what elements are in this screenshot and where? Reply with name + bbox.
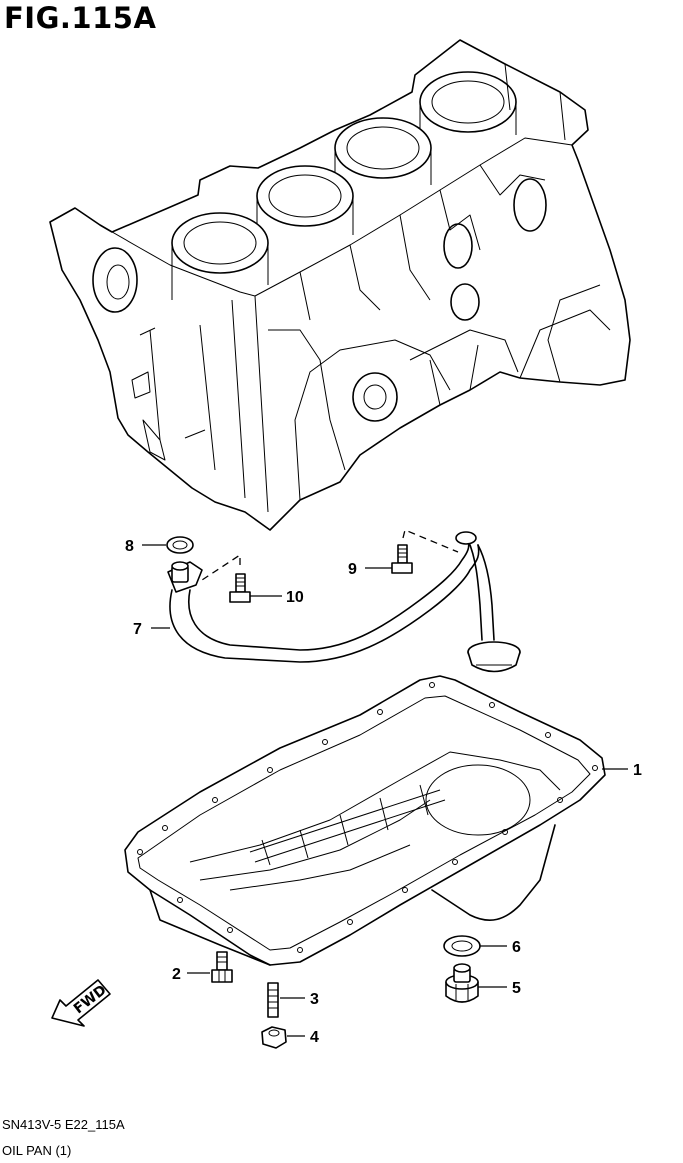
figure-title: FIG.115A — [4, 1, 157, 35]
callout-6-label: 6 — [512, 939, 521, 956]
callout-4-label: 4 — [310, 1029, 319, 1046]
callout-2-label: 2 — [172, 966, 181, 983]
part-9-guide-line — [402, 529, 459, 553]
callout-3-label: 3 — [310, 991, 319, 1008]
callout-7-label: 7 — [133, 621, 142, 638]
callout-1-label: 1 — [633, 762, 642, 779]
part-4-nut — [261, 1026, 287, 1049]
diagram-code: SN413V-5 E22_115A — [2, 1117, 125, 1132]
diagram-caption: OIL PAN (1) — [2, 1143, 72, 1158]
part-2-bolt — [211, 951, 233, 983]
part-9-bolt — [391, 544, 413, 574]
cylinder-block — [49, 39, 631, 531]
part-6-gasket — [443, 935, 481, 957]
forward-direction-arrow: FWD — [51, 979, 111, 1027]
oil-pan-bolt-holes — [137, 682, 598, 953]
part-8-o-ring — [166, 536, 194, 554]
part-10-guide-line — [201, 553, 241, 581]
part-3-stud — [267, 982, 279, 1018]
part-10-bolt — [229, 573, 251, 603]
callouts: 1 2 3 4 5 6 7 8 9 10 — [125, 538, 642, 1046]
part-5-drain-plug — [445, 963, 479, 1003]
callout-9-label: 9 — [348, 561, 357, 578]
callout-10-label: 10 — [286, 589, 304, 606]
part-1-oil-pan — [124, 675, 606, 966]
callout-5-label: 5 — [512, 980, 521, 997]
callout-8-label: 8 — [125, 538, 134, 555]
part-7-oil-strainer — [167, 531, 521, 673]
